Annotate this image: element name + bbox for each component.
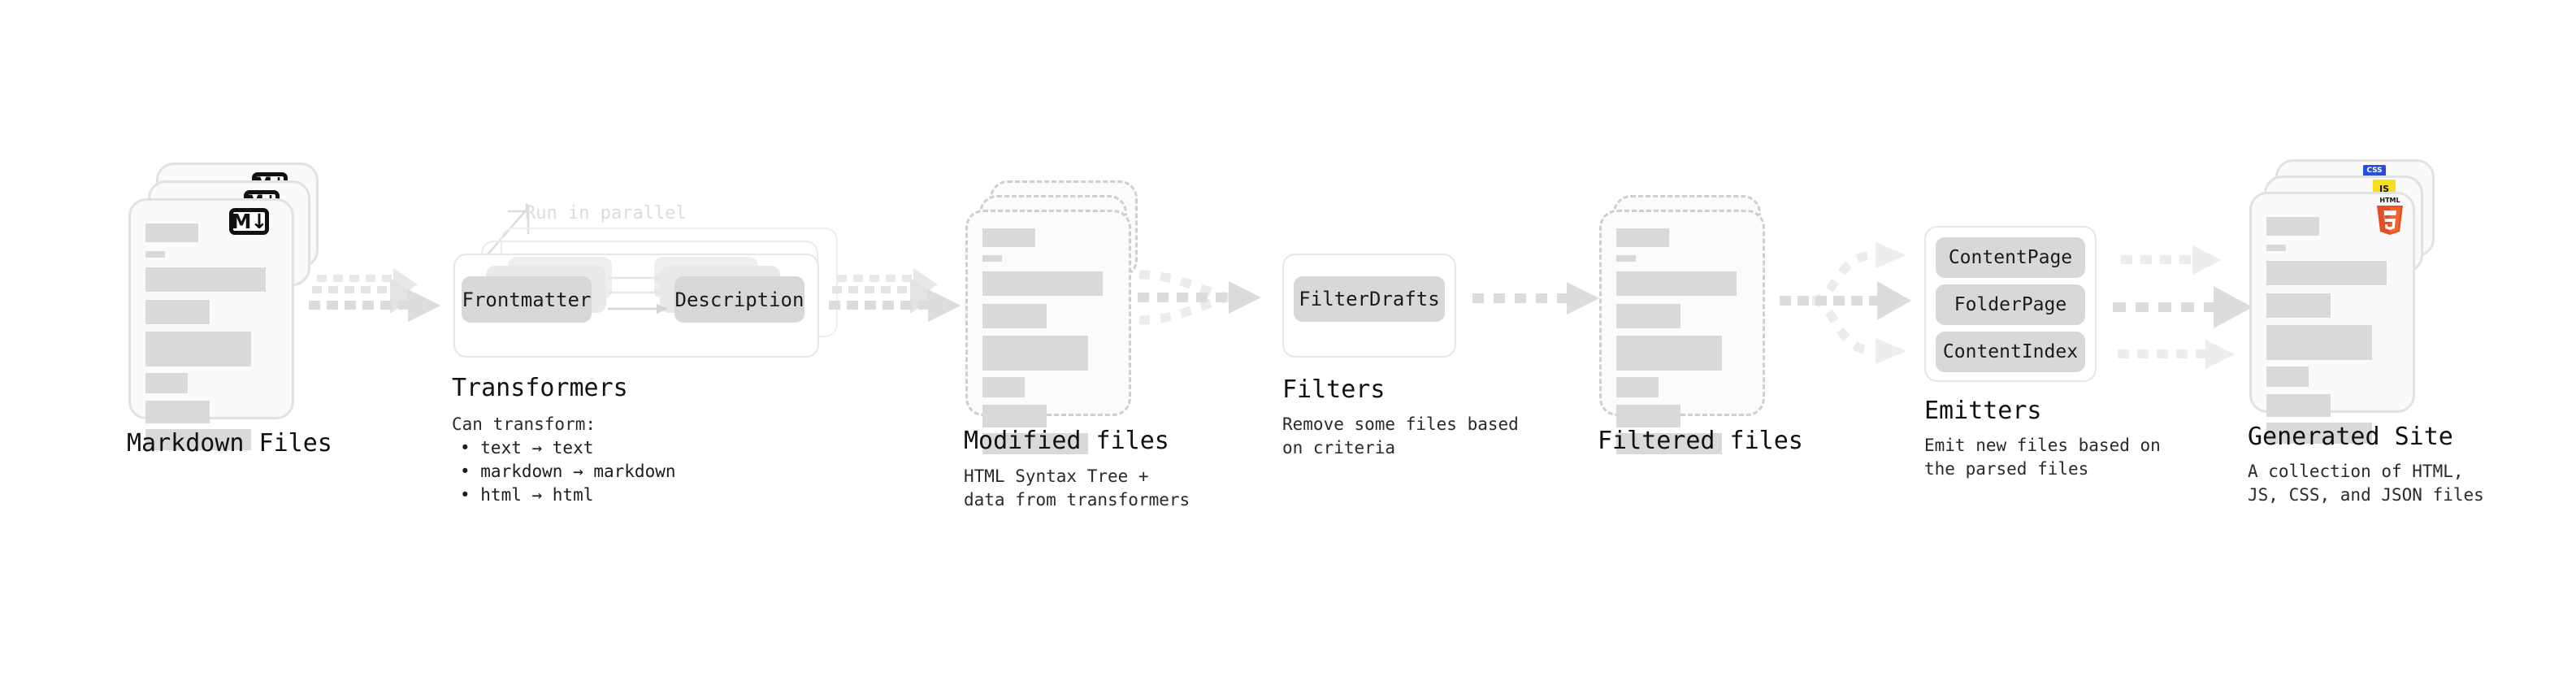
emitters-subtitle: Emit new files based on the parsed files [1924,436,2161,479]
modified-files-subtitle: HTML Syntax Tree + data from transformer… [964,466,1190,510]
svg-text:HTML: HTML [2379,197,2400,204]
arrow-emitters-to-generated-site [2113,245,2253,369]
transformers-bullet-markdown-to-markdown: • markdown → markdown [460,462,676,481]
transformer-internal-arrows [608,274,668,314]
stage-title-filtered-files: Filtered files [1598,427,1803,455]
generated-site-subtitle: A collection of HTML, JS, CSS, and JSON … [2248,462,2484,505]
markdown-badge-icon: M↓ [229,208,269,235]
stage-title-generated-site: Generated Site [2248,423,2453,451]
arrow-modified-files-to-filters [1138,270,1261,325]
emitter-chip-contentpage[interactable]: ContentPage [1936,237,2085,278]
transformer-chip-description[interactable]: Description [674,276,804,323]
arrow-transformers-to-modified-files [829,268,961,322]
emitter-chip-folderpage[interactable]: FolderPage [1936,284,2085,325]
transformer-chip-frontmatter[interactable]: Frontmatter [462,276,592,323]
css3-logo-icon: CSS [2363,165,2386,176]
emitter-chip-contentindex[interactable]: ContentIndex [1936,332,2085,372]
markdown-file-card-front [128,198,294,450]
run-in-parallel-label: Run in parallel [525,203,687,223]
transformers-subtitle: Can transform: [452,414,596,434]
stage-title-markdown-files: Markdown Files [127,429,332,458]
modified-file-card-front [965,210,1131,454]
transformers-bullet-html-to-html: • html → html [460,485,594,505]
stage-title-transformers: Transformers [452,374,628,402]
filter-chip-filterdrafts[interactable]: FilterDrafts [1294,276,1445,322]
html5-logo-icon: HTML [2377,197,2403,235]
stage-title-modified-files: Modified files [964,427,1169,455]
filters-subtitle: Remove some files based on criteria [1282,414,1519,458]
filtered-file-card-front [1599,210,1765,454]
transformers-bullet-text-to-text: • text → text [460,438,594,458]
stage-title-filters: Filters [1282,375,1386,404]
arrow-markdown-to-transformers [309,268,440,322]
arrow-filters-to-filtered-files [1472,282,1599,314]
stage-title-emitters: Emitters [1924,397,2042,425]
arrow-filtered-files-to-emitters [1780,242,1911,364]
